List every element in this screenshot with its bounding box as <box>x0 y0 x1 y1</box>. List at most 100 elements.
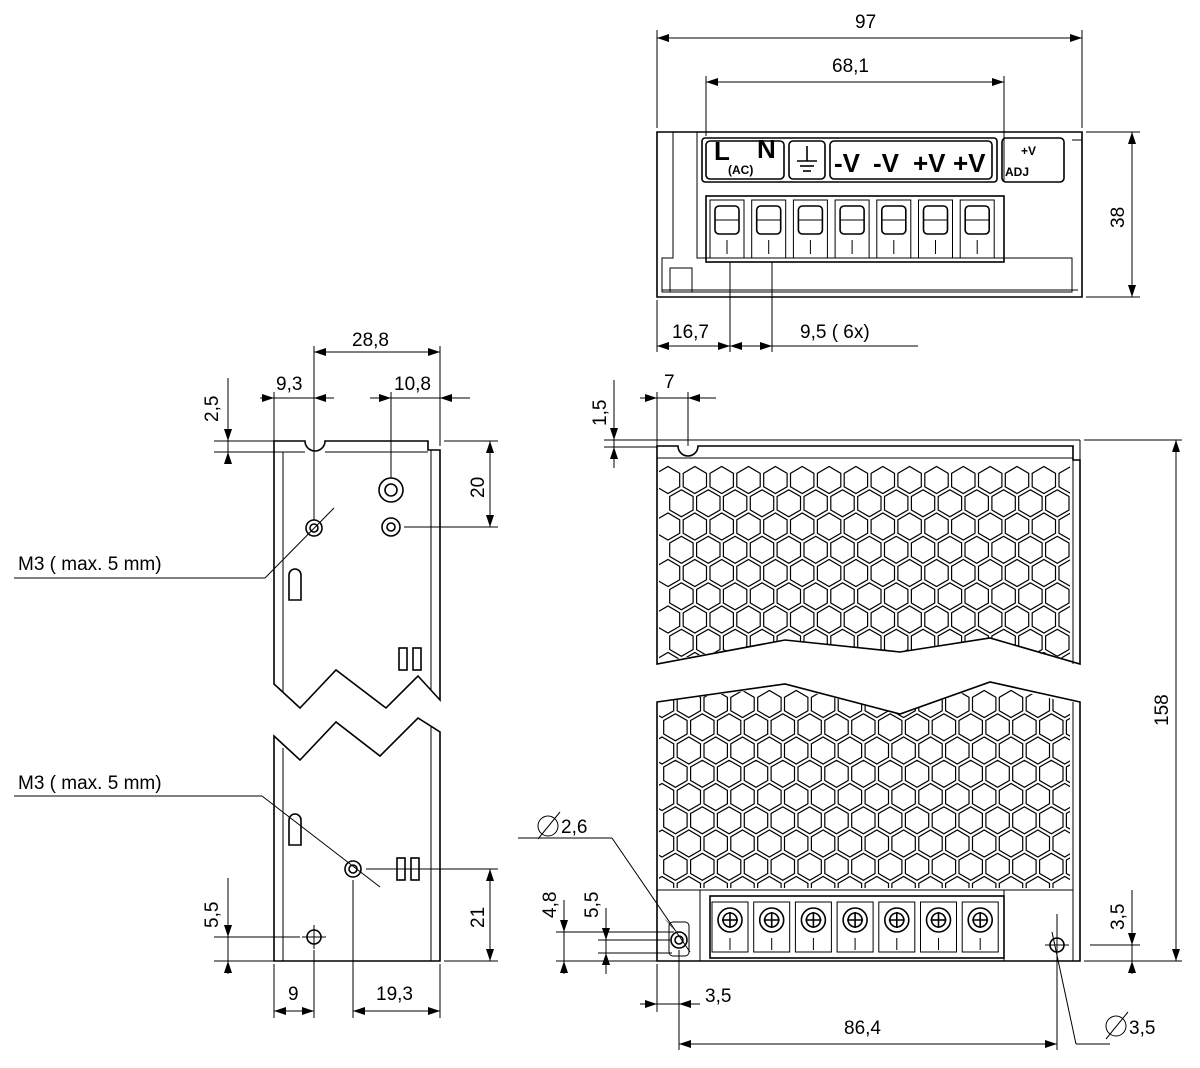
vent-hole <box>695 628 721 657</box>
vent-hole <box>958 713 984 742</box>
vent-hole <box>1018 582 1043 611</box>
vent-hole <box>695 489 721 518</box>
vent-hole <box>904 713 930 742</box>
vent-hole <box>824 852 849 881</box>
vent-hole <box>977 465 1003 495</box>
vent-hole <box>676 689 702 719</box>
vent-hole <box>730 875 755 888</box>
vent-hole <box>703 829 729 858</box>
vent-hole <box>1004 651 1030 662</box>
vent-hole <box>1058 465 1070 495</box>
vent-hole <box>883 628 909 657</box>
dim-terminal-span: 68,1 <box>832 56 869 77</box>
vent-hole <box>937 582 963 611</box>
vent-hole <box>931 713 957 742</box>
vent-hole <box>944 875 970 888</box>
vent-hole <box>870 512 896 541</box>
vent-hole <box>659 782 675 812</box>
vent-hole <box>1044 489 1070 518</box>
vent-hole <box>783 875 809 888</box>
vent-hole <box>1052 875 1070 888</box>
vent-hole <box>944 782 970 812</box>
vent-hole <box>958 852 984 881</box>
terminal-screw-icon <box>961 901 999 953</box>
vent-hole <box>1065 806 1070 835</box>
vent-hole <box>1004 605 1030 634</box>
vent-hole <box>709 605 735 634</box>
vent-hole <box>703 875 729 888</box>
vent-hole <box>743 759 769 788</box>
vent-hole <box>730 829 755 858</box>
vent-hole <box>1004 558 1030 588</box>
side-dimension-lines <box>14 346 498 1018</box>
dim-bottom-right: 19,3 <box>376 984 413 1005</box>
vent-hole <box>676 875 702 888</box>
vent-hole <box>883 489 909 518</box>
label-ln-box <box>705 140 785 180</box>
vent-hole <box>676 782 702 812</box>
vent-hole <box>971 736 997 765</box>
terminal-screw-icon <box>878 901 916 953</box>
vent-hole <box>770 806 796 835</box>
svg-text:3,5: 3,5 <box>1129 1018 1155 1039</box>
vent-hole <box>803 582 828 611</box>
vent-hole <box>1012 852 1037 881</box>
terminal-slot <box>959 199 995 259</box>
vent-hole <box>730 689 755 719</box>
vent-hole <box>709 465 735 495</box>
vent-hole <box>1031 512 1057 541</box>
vent-hole <box>783 829 809 858</box>
vent-hole <box>910 628 936 657</box>
vent-hole <box>950 605 976 634</box>
dim-height-4-8: 4,8 <box>540 892 561 918</box>
vent-hole <box>918 875 943 888</box>
vent-hole <box>1065 852 1070 881</box>
vent-hole <box>1038 852 1064 881</box>
vent-hole <box>789 651 815 662</box>
dim-hole-depth: 20 <box>468 477 489 498</box>
vent-hole <box>918 736 943 765</box>
vent-hole <box>1012 759 1037 788</box>
terminal-neg1-label: -V <box>834 148 861 178</box>
vent-hole <box>789 558 815 588</box>
vent-hole <box>810 829 836 858</box>
vent-hole <box>797 852 822 881</box>
vent-hole <box>736 558 761 588</box>
vent-pattern-lower <box>659 689 1070 888</box>
front-terminal-block <box>709 895 1005 959</box>
vent-hole <box>944 736 970 765</box>
vent-hole <box>897 558 922 588</box>
vent-hole <box>1072 583 1095 610</box>
vent-hole <box>870 465 896 495</box>
side-lower-outline <box>273 716 441 962</box>
dim-bottom-hole: 5,5 <box>202 902 223 928</box>
vent-hole <box>789 605 815 634</box>
front-view: 7 1,5 158 2,6 4,8 5,5 3,5 86,4 3,5 3,5 <box>518 372 1182 1050</box>
vent-hole <box>944 829 970 858</box>
vent-hole <box>803 535 828 564</box>
vent-hole <box>883 535 909 564</box>
vent-hole <box>991 535 1016 564</box>
vent-hole <box>950 512 976 541</box>
vent-hole <box>722 628 748 657</box>
vent-hole <box>743 806 769 835</box>
vent-hole <box>816 465 842 495</box>
vent-hole <box>958 759 984 788</box>
vent-hole <box>1058 558 1070 588</box>
vent-hole <box>669 535 694 564</box>
vent-hole <box>797 806 822 835</box>
vent-hole <box>897 465 922 495</box>
vent-hole <box>1052 782 1070 812</box>
terminal-l-label: L <box>714 136 730 166</box>
vent-hole <box>1065 713 1070 742</box>
upper-mount-hole-outer <box>378 477 404 503</box>
vent-hole <box>918 782 943 812</box>
vent-hole <box>897 651 922 662</box>
terminal-neg2-label: -V <box>873 148 900 178</box>
vent-hole <box>998 782 1024 812</box>
side-view: 28,8 9,3 10,8 2,5 20 M3 ( max. 5 mm) M3 … <box>14 330 498 1018</box>
vent-hole <box>789 465 815 495</box>
terminal-adj-bottom-label: ADJ <box>1005 165 1029 179</box>
vent-hole <box>1072 490 1095 517</box>
